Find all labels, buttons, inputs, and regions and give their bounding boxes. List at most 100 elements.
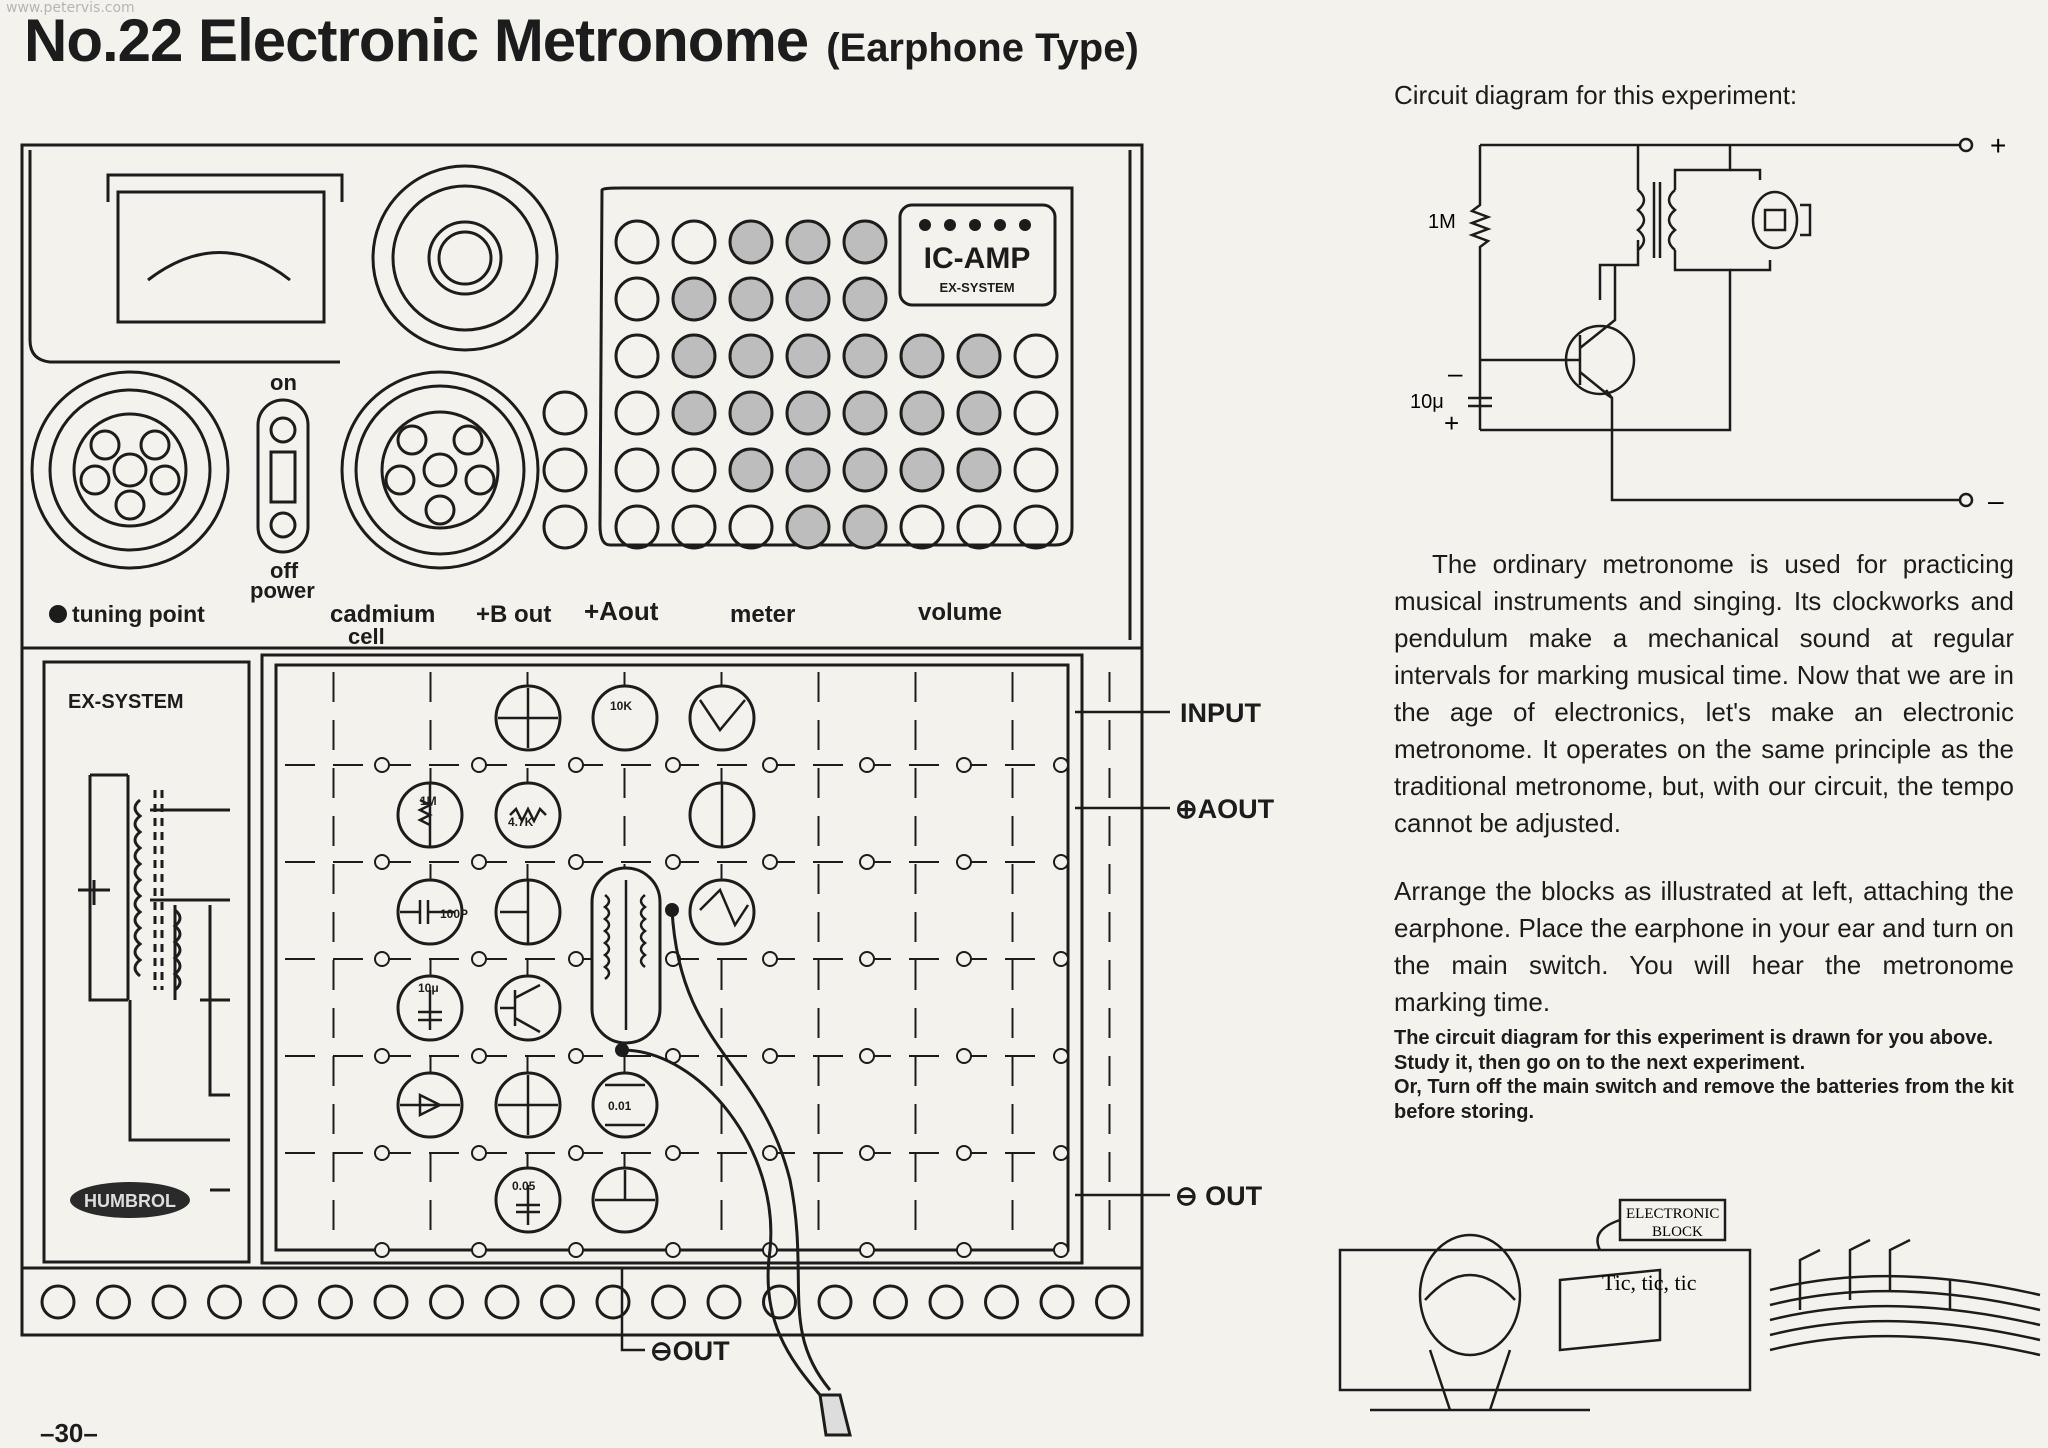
tuning-dial: [30, 370, 230, 570]
socket-hole: [484, 1284, 520, 1320]
socket-hole: [928, 1284, 964, 1320]
socket-hole: [471, 757, 487, 773]
humbrol-label: HUMBROL: [84, 1191, 176, 1211]
socket-hole: [671, 447, 717, 493]
c100p-label: 100P: [440, 907, 468, 921]
aout-side-label: ⊕AOUT: [1175, 794, 1275, 824]
socket-hole: [542, 447, 588, 493]
socket-hole: [429, 1284, 464, 1320]
socket-hole: [471, 1145, 487, 1161]
socket-hole: [956, 390, 1002, 436]
bout-label: +B out: [476, 601, 551, 628]
socket-hole: [1053, 1242, 1069, 1258]
body-paragraph-2: Arrange the blocks as illustrated at lef…: [1394, 876, 2014, 1017]
socket-hole: [207, 1284, 242, 1320]
notes: The circuit diagram for this experiment …: [1394, 1026, 2014, 1124]
circuit-plus: +: [1990, 130, 2006, 161]
socket-hole: [728, 333, 774, 379]
socket-hole: [471, 951, 487, 967]
sign-line-2: BLOCK: [1652, 1224, 1703, 1240]
r47k-label: 4.7K: [508, 815, 534, 829]
socket-hole: [374, 1242, 390, 1258]
circuit-r1-label: 1M: [1428, 211, 1456, 233]
input-label: INPUT: [1180, 698, 1262, 728]
socket-hole: [762, 1145, 778, 1161]
socket-hole: [956, 504, 1002, 550]
socket-hole: [614, 390, 660, 436]
cadmium-label: cadmium: [330, 601, 435, 628]
socket-hole: [671, 219, 717, 265]
socket-hole: [899, 504, 945, 550]
ic-amp-label: IC-AMP: [924, 242, 1031, 275]
circuit-cap-label: 10μ: [1410, 391, 1444, 413]
c005-label: 0.05: [512, 1179, 536, 1193]
socket-hole: [471, 854, 487, 870]
socket-hole: [671, 390, 717, 436]
socket-hole: [956, 1145, 972, 1161]
socket-hole: [651, 1284, 686, 1320]
socket-hole: [1013, 390, 1059, 436]
circuit-caption: Circuit diagram for this experiment:: [1394, 80, 1798, 110]
socket-hole: [614, 219, 660, 265]
socket-hole: [374, 757, 390, 773]
socket-hole: [956, 951, 972, 967]
title-main: No.22 Electronic Metronome: [24, 7, 809, 74]
speaker: [371, 164, 559, 352]
socket-hole: [785, 333, 831, 379]
aout-label: +Aout: [584, 596, 659, 626]
circuit-cap-plus: +: [1444, 408, 1459, 438]
socket-hole: [706, 1284, 742, 1320]
socket-hole: [817, 1284, 853, 1320]
socket-hole: [785, 504, 831, 550]
socket-hole: [785, 219, 831, 265]
socket-hole: [956, 854, 972, 870]
socket-hole: [762, 951, 778, 967]
socket-hole: [956, 447, 1002, 493]
socket-hole: [318, 1284, 353, 1320]
socket-hole: [899, 447, 945, 493]
socket-hole: [956, 333, 1002, 379]
socket-hole: [665, 854, 681, 870]
socket-hole: [762, 1284, 797, 1320]
socket-hole: [614, 504, 660, 550]
socket-hole: [762, 1048, 778, 1064]
socket-hole: [373, 1284, 409, 1320]
socket-hole: [40, 1284, 76, 1320]
socket-hole: [471, 1242, 487, 1258]
socket-hole: [728, 276, 774, 322]
socket-hole: [595, 1284, 631, 1320]
socket-hole: [374, 951, 390, 967]
title-subtitle: (Earphone Type): [826, 26, 1139, 70]
page-number: –30–: [40, 1418, 98, 1448]
circuit-diagram: + – 1M 10μ – +: [1410, 130, 2006, 516]
socket-hole: [859, 1242, 875, 1258]
cartoon-illustration: ELECTRONIC BLOCK Tic, tic, tic: [1338, 1198, 2041, 1412]
socket-hole: [614, 447, 660, 493]
socket-hole: [785, 390, 831, 436]
humbrol-badge: [70, 1182, 190, 1218]
socket-hole: [859, 854, 875, 870]
socket-hole: [1053, 854, 1069, 870]
out-bottom-label: ⊖OUT: [650, 1336, 730, 1366]
socket-hole: [842, 333, 888, 379]
socket-hole: [728, 447, 774, 493]
out-side-label: ⊖ OUT: [1175, 1181, 1263, 1211]
socket-hole: [374, 1048, 390, 1064]
switch-on-label: on: [270, 370, 297, 395]
socket-hole: [1053, 951, 1069, 967]
meter: [116, 190, 326, 324]
kit-board-illustration: IC-AMP EX-SYSTEM on off power tuning poi…: [20, 143, 1275, 1437]
socket-hole: [785, 276, 831, 322]
ex-system-label: EX-SYSTEM: [68, 691, 184, 713]
socket-hole: [614, 333, 660, 379]
socket-hole: [1095, 1284, 1130, 1320]
meter-label: meter: [730, 601, 795, 628]
socket-hole: [984, 1284, 1019, 1320]
socket-hole: [568, 1242, 584, 1258]
socket-hole: [374, 854, 390, 870]
socket-hole: [542, 504, 588, 550]
page-title: No.22 Electronic Metronome (Earphone Type…: [24, 6, 1139, 75]
c10u-label: 10μ: [418, 981, 439, 995]
socket-hole: [568, 757, 584, 773]
power-label: power: [250, 578, 315, 603]
